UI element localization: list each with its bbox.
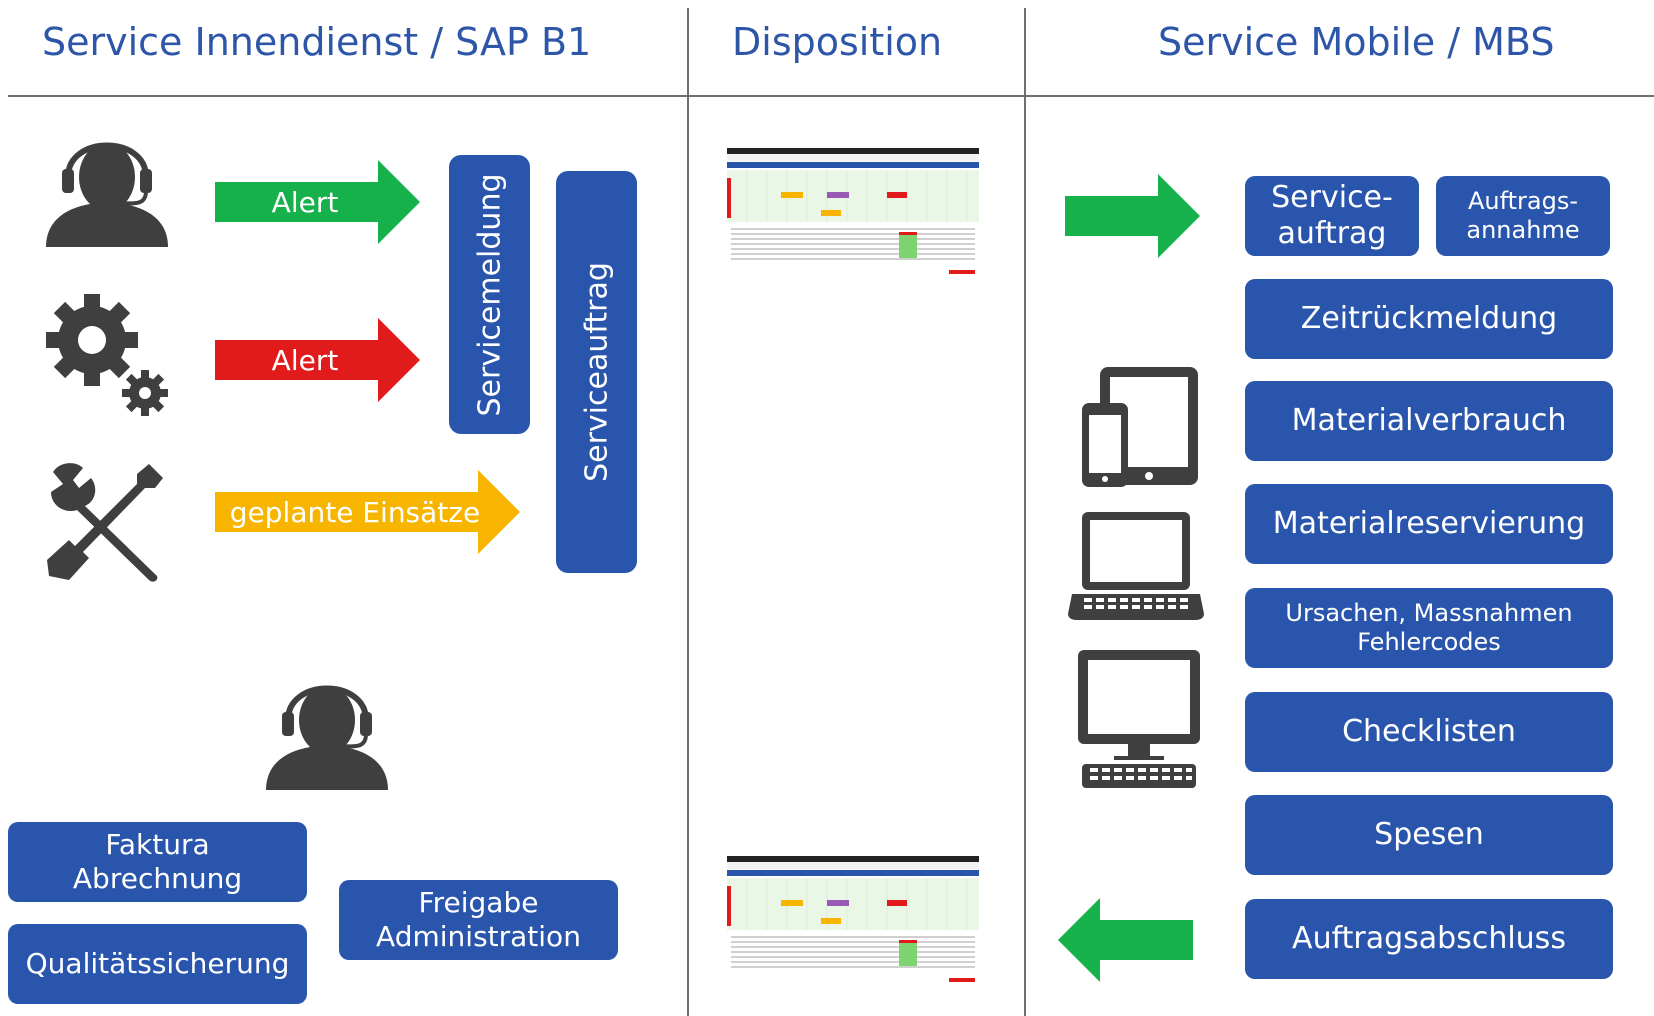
- planning-screenshot-bottom: [727, 856, 979, 984]
- planned-arrow-yellow: [215, 470, 520, 554]
- alert-arrow-red: [215, 318, 420, 402]
- wrench-screwdriver-icon: [47, 463, 163, 582]
- alert-label-1: Alert: [271, 185, 339, 219]
- qualitaetssicherung-box: Qualitätssicherung: [8, 924, 307, 1004]
- header-service-innendienst: Service Innendienst / SAP B1: [42, 20, 592, 64]
- faktura-box: Faktura Abrechnung: [8, 822, 307, 902]
- checklisten-box: Checklisten: [1245, 692, 1613, 772]
- header-disposition: Disposition: [732, 20, 943, 64]
- serviceauftrag-vertical-box: Serviceauftrag: [556, 171, 637, 573]
- zeitrueckmeldung-label: Zeitrückmeldung: [1300, 301, 1558, 336]
- faktura-line-2: Abrechnung: [72, 862, 243, 895]
- ursachen-line-1: Ursachen, Massnahmen: [1285, 599, 1573, 628]
- faktura-line-1: Faktura: [105, 828, 210, 862]
- headset-agent-icon-2: [266, 685, 388, 790]
- freigabe-box: Freigabe Administration: [339, 880, 618, 960]
- auftragsabschluss-label: Auftragsabschluss: [1292, 921, 1566, 956]
- serviceauftrag-line-2: auftrag: [1277, 216, 1387, 251]
- gears-icon: [46, 294, 168, 416]
- servicemeldung-label: Servicemeldung: [472, 172, 507, 417]
- desktop-computer-icon: [1078, 650, 1200, 788]
- checklisten-label: Checklisten: [1342, 714, 1516, 749]
- materialverbrauch-label: Materialverbrauch: [1291, 403, 1567, 438]
- spesen-label: Spesen: [1374, 817, 1484, 852]
- ursachen-line-2: Fehlercodes: [1357, 628, 1501, 656]
- header-service-mobile: Service Mobile / MBS: [1158, 20, 1555, 64]
- laptop-icon: [1068, 512, 1204, 620]
- auftragsannahme-line-2: annahme: [1466, 216, 1580, 244]
- serviceauftrag-line-1: Service-: [1271, 180, 1393, 215]
- return-arrow-green: [1058, 898, 1193, 982]
- column-divider-left: [687, 8, 689, 1016]
- materialreservierung-label: Materialreservierung: [1272, 506, 1586, 541]
- ursachen-box: Ursachen, Massnahmen Fehlercodes: [1245, 588, 1613, 668]
- header-divider: [8, 95, 1654, 97]
- planned-label: geplante Einsätze: [229, 495, 481, 529]
- outgoing-arrow-green: [1065, 174, 1200, 258]
- freigabe-line-2: Administration: [376, 920, 581, 953]
- auftragsannahme-box: Auftrags- annahme: [1436, 176, 1610, 256]
- alert-label-2: Alert: [271, 343, 339, 377]
- serviceauftrag-box: Service- auftrag: [1245, 176, 1419, 256]
- spesen-box: Spesen: [1245, 795, 1613, 875]
- column-divider-right: [1024, 8, 1026, 1016]
- planning-screenshot-top: [727, 148, 979, 276]
- alert-arrow-green: [215, 160, 420, 244]
- materialreservierung-box: Materialreservierung: [1245, 484, 1613, 564]
- tablet-phone-icon: [1082, 367, 1198, 487]
- auftragsannahme-line-1: Auftrags-: [1467, 187, 1579, 216]
- auftragsabschluss-box: Auftragsabschluss: [1245, 899, 1613, 979]
- materialverbrauch-box: Materialverbrauch: [1245, 381, 1613, 461]
- serviceauftrag-vertical-label: Serviceauftrag: [579, 262, 614, 482]
- headset-agent-icon: [46, 142, 168, 247]
- servicemeldung-box: Servicemeldung: [449, 155, 530, 434]
- freigabe-line-1: Freigabe: [418, 886, 539, 920]
- zeitrueckmeldung-box: Zeitrückmeldung: [1245, 279, 1613, 359]
- qualitaetssicherung-label: Qualitätssicherung: [25, 947, 290, 981]
